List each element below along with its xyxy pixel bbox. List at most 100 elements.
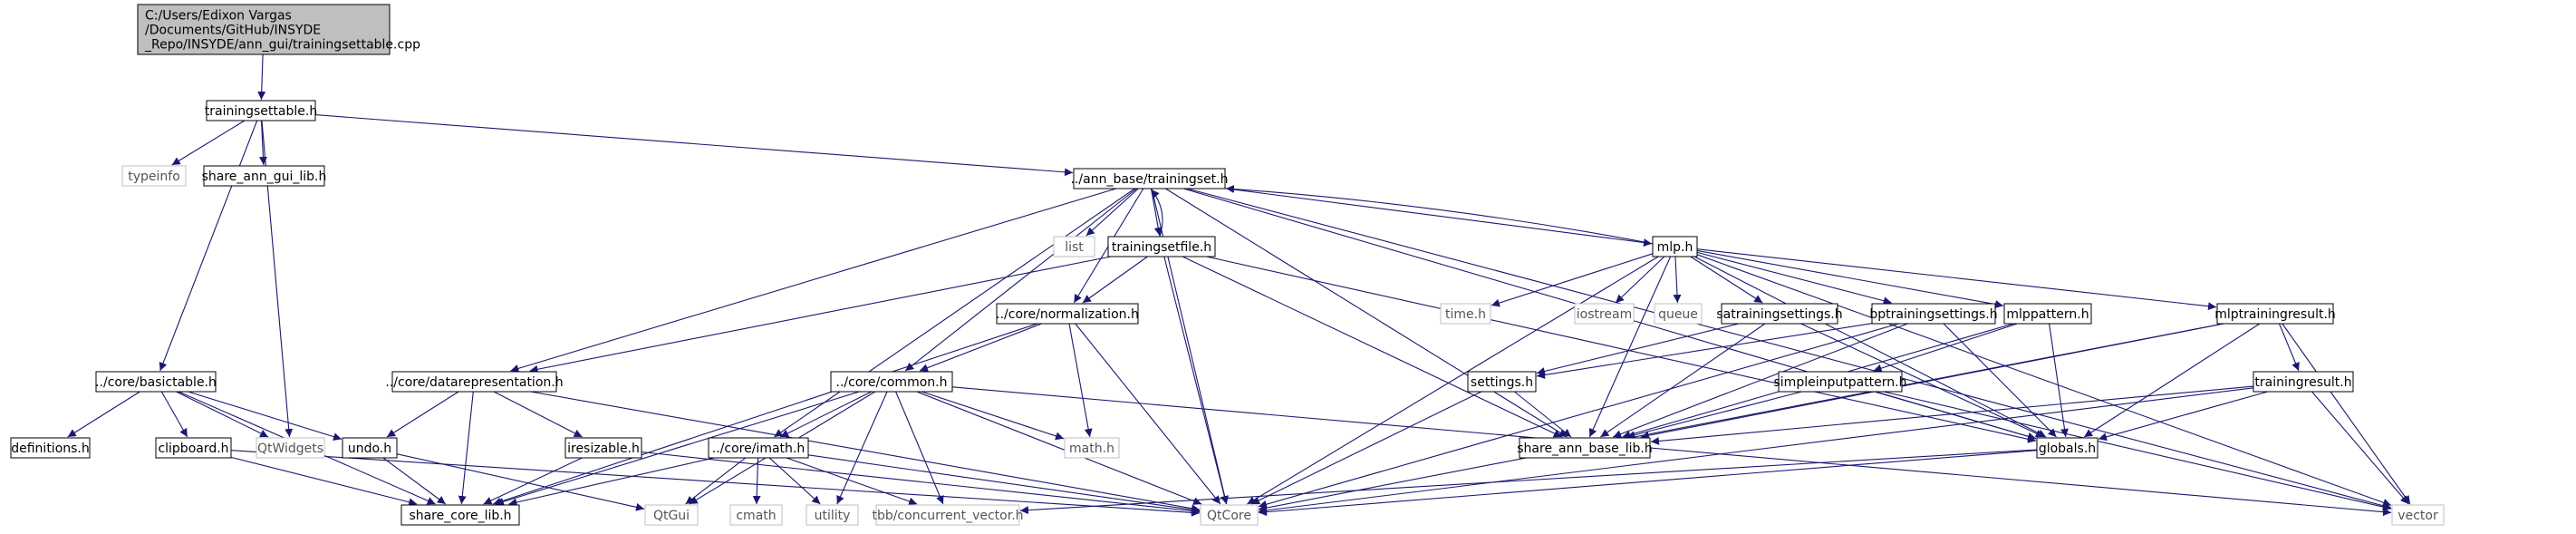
node-label: /Documents/GitHub/INSYDE	[145, 24, 321, 38]
node-label: QtWidgets	[257, 442, 323, 456]
node-basictable[interactable]: ../core/basictable.h	[95, 371, 217, 393]
node-utility: utility	[806, 504, 859, 526]
node-trainingset[interactable]: ../ann_base/trainingset.h	[1071, 168, 1229, 189]
edge-trainingsetfile-to-qtcore	[1163, 256, 1229, 505]
node-box	[2391, 504, 2445, 526]
edge-common-to-vector	[951, 386, 2392, 517]
node-box	[203, 165, 325, 187]
node-box	[206, 100, 316, 121]
node-share_ann_base_lib[interactable]: share_ann_base_lib.h	[1517, 437, 1653, 459]
edge-trainingset-to-share_ann_base_lib	[1165, 188, 1568, 438]
node-label: math.h	[1069, 442, 1114, 456]
node-label: ../core/normalization.h	[996, 307, 1139, 322]
node-label: typeinfo	[128, 170, 180, 184]
node-box	[1064, 437, 1120, 459]
node-cmath: cmath	[729, 504, 783, 526]
node-simpleinputpattern[interactable]: simpleinputpattern.h	[1774, 371, 1907, 393]
edge-mlppattern-to-simpleinputpattern	[1873, 323, 2018, 373]
node-label: mlp.h	[1657, 240, 1693, 255]
node-label: tbb/concurrent_vector.h	[872, 509, 1023, 523]
node-share_core_lib[interactable]: share_core_lib.h	[400, 504, 520, 526]
edge-undo-to-share_core_lib	[382, 457, 447, 505]
edge-normalization-to-share_core_lib	[493, 323, 1037, 506]
edge-mlp-to-mlptrainingresult	[1696, 248, 2217, 311]
node-qtwidgets: QtWidgets	[256, 437, 325, 459]
node-label: share_ann_base_lib.h	[1517, 442, 1653, 456]
node-list: list	[1053, 236, 1095, 257]
edge-simpleinputpattern-to-share_ann_base_lib	[1626, 391, 1802, 440]
node-queue: queue	[1654, 303, 1703, 325]
edge-mlp-to-mlppattern	[1696, 249, 2004, 309]
node-iostream: iostream	[1574, 303, 1635, 325]
node-box	[1652, 236, 1698, 257]
node-box	[806, 504, 859, 526]
node-timeh: time.h	[1440, 303, 1491, 325]
node-label: queue	[1658, 307, 1698, 322]
node-definitions[interactable]: definitions.h	[10, 437, 91, 459]
node-satrainingsettings[interactable]: satrainingsettings.h	[1716, 303, 1843, 325]
node-label: ../core/basictable.h	[95, 375, 217, 390]
node-root[interactable]: C:/Users/Edixon Vargas/Documents/GitHub/…	[137, 4, 420, 55]
edge-mlp-to-share_ann_base_lib	[1588, 256, 1672, 438]
edge-basictable-to-undo	[188, 391, 343, 442]
edge-settings-to-share_ann_base_lib	[1513, 391, 1572, 438]
node-settings[interactable]: settings.h	[1467, 371, 1537, 393]
node-mlptrainingresult[interactable]: mlptrainingresult.h	[2214, 303, 2336, 325]
edge-mlp-to-bptrainingsettings	[1696, 251, 1892, 306]
node-vector: vector	[2391, 504, 2445, 526]
node-box	[644, 504, 699, 526]
node-label: ../core/imath.h	[712, 442, 805, 456]
node-label: utility	[815, 509, 851, 523]
node-undo[interactable]: undo.h	[342, 437, 398, 459]
node-box	[391, 371, 557, 393]
edge-undo-to-qtgui	[396, 453, 645, 511]
edge-iresizable-to-share_core_lib	[483, 457, 583, 505]
node-globals[interactable]: globals.h	[2036, 437, 2098, 459]
node-label: C:/Users/Edixon Vargas	[145, 9, 292, 24]
node-label: cmath	[736, 509, 776, 523]
edge-trainingsettable-to-share_ann_gui_lib	[258, 120, 267, 166]
node-label: settings.h	[1471, 375, 1533, 390]
node-box	[2003, 303, 2092, 325]
node-label: bptrainingsettings.h	[1869, 307, 1997, 322]
node-bptrainingsettings[interactable]: bptrainingsettings.h	[1869, 303, 1998, 325]
edge-globals-to-qtcore	[1258, 450, 2038, 517]
node-normalization[interactable]: ../core/normalization.h	[996, 303, 1139, 325]
edge-mlp-to-vector	[1696, 254, 2392, 507]
node-iresizable[interactable]: iresizable.h	[564, 437, 642, 459]
node-box	[830, 371, 953, 393]
node-label: mlptrainingresult.h	[2214, 307, 2336, 322]
node-trainingresult[interactable]: trainingresult.h	[2253, 371, 2354, 393]
node-imath[interactable]: ../core/imath.h	[708, 437, 809, 459]
edge-trainingsettable-to-basictable	[159, 120, 258, 372]
edge-datarepresentation-to-iresizable	[493, 391, 583, 438]
node-label: QtGui	[653, 509, 690, 523]
node-label: share_ann_gui_lib.h	[202, 170, 327, 184]
node-common[interactable]: ../core/common.h	[830, 371, 953, 393]
edge-datarepresentation-to-share_core_lib	[458, 391, 474, 505]
edge-trainingresult-to-vector	[2311, 391, 2409, 505]
node-mlp[interactable]: mlp.h	[1652, 236, 1698, 257]
node-trainingsettable[interactable]: trainingsettable.h	[205, 100, 317, 121]
node-share_ann_gui_lib[interactable]: share_ann_gui_lib.h	[202, 165, 327, 187]
node-box	[137, 4, 391, 55]
node-label: ../core/datarepresentation.h	[385, 375, 563, 390]
edge-mlptrainingresult-to-qtcore	[1258, 323, 2224, 512]
edge-trainingset-to-list	[1085, 188, 1139, 237]
node-clipboard[interactable]: clipboard.h	[155, 437, 232, 459]
node-label: trainingsetfile.h	[1112, 240, 1211, 255]
edge-mlptrainingresult-to-vector	[2282, 323, 2411, 505]
edge-satrainingsettings-to-globals	[1800, 323, 2045, 438]
node-concurrent_vector: tbb/concurrent_vector.h	[872, 504, 1024, 526]
edge-common-to-imath	[779, 391, 873, 438]
edge-satrainingsettings-to-settings	[1536, 323, 1740, 375]
node-trainingsetfile[interactable]: trainingsetfile.h	[1107, 236, 1216, 257]
edge-trainingresult-to-share_ann_base_lib	[1650, 385, 2254, 445]
edge-trainingset-to-common	[904, 188, 1137, 372]
node-label: QtCore	[1207, 509, 1251, 523]
node-datarepresentation[interactable]: ../core/datarepresentation.h	[385, 371, 564, 393]
node-label: simpleinputpattern.h	[1774, 375, 1907, 390]
edge-simpleinputpattern-to-vector	[1883, 391, 2392, 511]
node-qtcore: QtCore	[1200, 504, 1259, 526]
node-mlppattern[interactable]: mlppattern.h	[2003, 303, 2092, 325]
